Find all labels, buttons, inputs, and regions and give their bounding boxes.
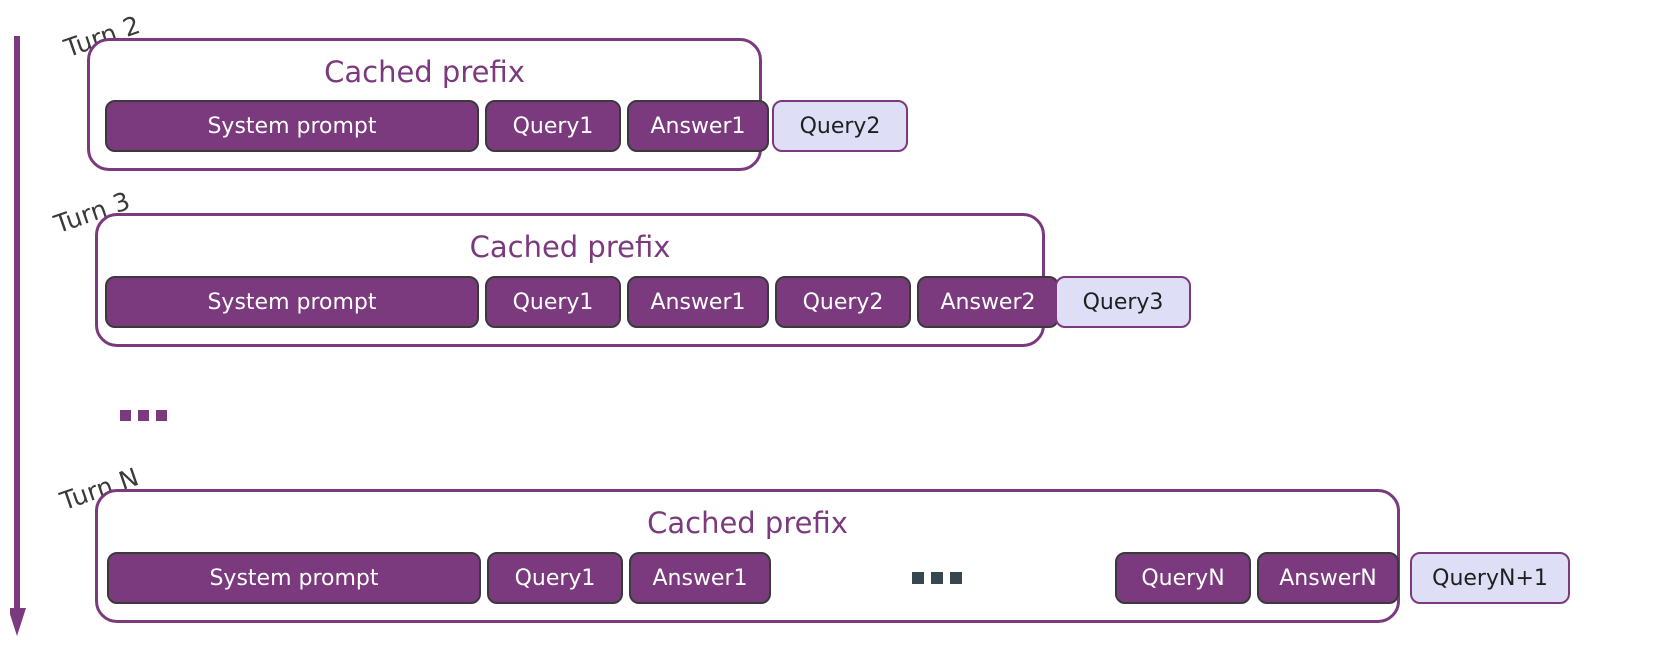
pending-query-chip-turn-3[interactable]: Query3 [1055, 276, 1191, 328]
chip-system-prompt[interactable]: System prompt [105, 276, 479, 328]
cached-prefix-title-turn-n: Cached prefix [647, 506, 848, 540]
ellipsis-dot [138, 410, 149, 421]
chip-answer1[interactable]: Answer1 [627, 276, 769, 328]
chip-answer2[interactable]: Answer2 [917, 276, 1059, 328]
ellipsis-dot [120, 410, 131, 421]
cached-prefix-title-turn-2: Cached prefix [324, 55, 525, 89]
chip-answern[interactable]: AnswerN [1257, 552, 1399, 604]
chip-system-prompt[interactable]: System prompt [107, 552, 481, 604]
chip-answer1[interactable]: Answer1 [627, 100, 769, 152]
cached-prefix-title-turn-3: Cached prefix [469, 230, 671, 264]
chip-query2[interactable]: Query2 [775, 276, 911, 328]
ellipsis-dot [931, 572, 943, 584]
pending-query-chip-turn-2[interactable]: Query2 [772, 100, 908, 152]
chip-system-prompt[interactable]: System prompt [105, 100, 479, 152]
inline-ellipsis-turn-n [912, 572, 962, 584]
ellipsis-dot [156, 410, 167, 421]
ellipsis-dot [912, 572, 924, 584]
chip-query1[interactable]: Query1 [485, 100, 621, 152]
vertical-ellipsis [120, 410, 167, 421]
downward-time-arrow [10, 36, 26, 636]
chip-query1[interactable]: Query1 [485, 276, 621, 328]
chip-answer1[interactable]: Answer1 [629, 552, 771, 604]
ellipsis-dot [950, 572, 962, 584]
chip-query1[interactable]: Query1 [487, 552, 623, 604]
token-chips-turn-3: System prompt Query1 Answer1 Query2 Answ… [105, 276, 1059, 328]
token-chips-turn-2: System prompt Query1 Answer1 [105, 100, 769, 152]
token-chips-turn-n-right: QueryN AnswerN [1115, 552, 1399, 604]
chip-queryn[interactable]: QueryN [1115, 552, 1251, 604]
token-chips-turn-n-left: System prompt Query1 Answer1 [107, 552, 771, 604]
pending-query-chip-turn-n[interactable]: QueryN+1 [1410, 552, 1570, 604]
